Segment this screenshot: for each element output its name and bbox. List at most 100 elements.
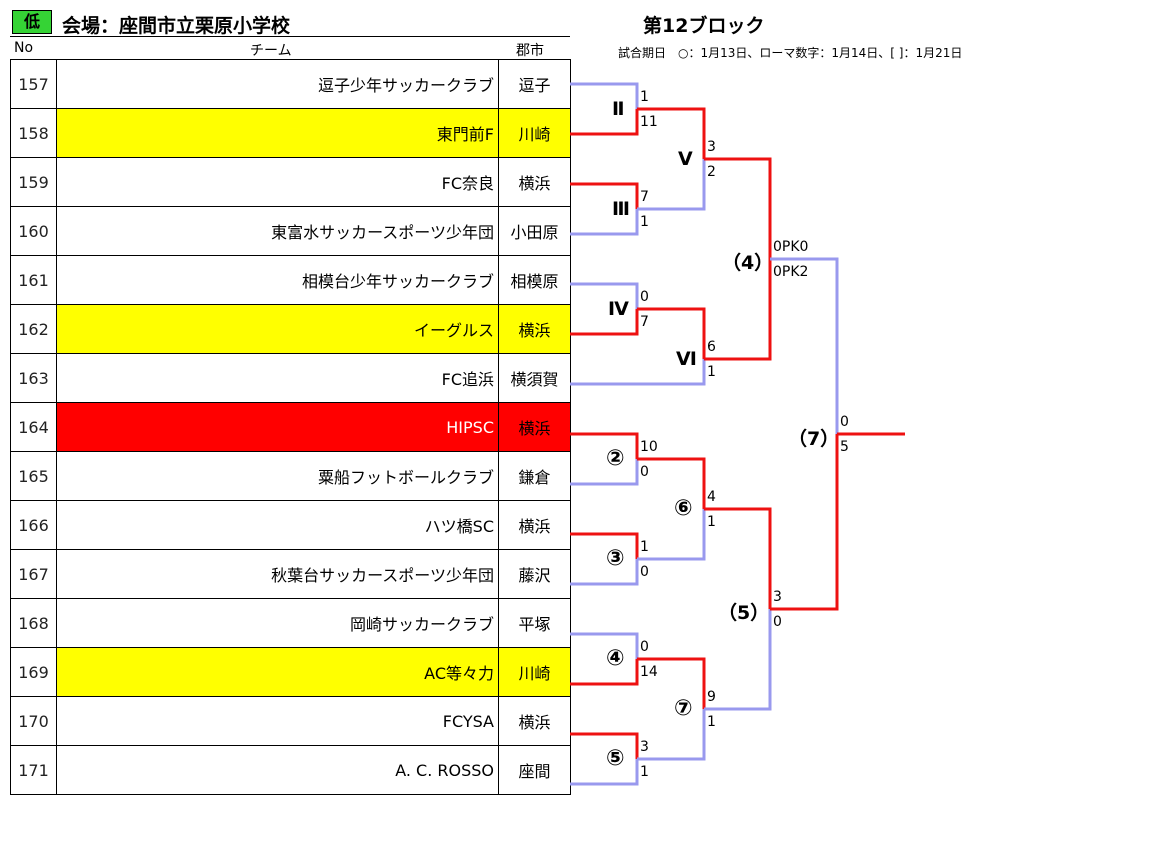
match-label-iii: Ⅲ (612, 198, 630, 220)
score: 0PK2 (773, 264, 809, 280)
bracket-line-lose (570, 82, 639, 109)
column-header-city: 郡市 (516, 43, 544, 59)
team-no: 162 (10, 304, 57, 354)
team-no: 168 (10, 598, 57, 648)
match-dates-note: 試合期日 ○：1月13日、ローマ数字：1月14日、[ ]：1月21日 (618, 46, 963, 60)
team-name: 東門前F (56, 108, 499, 158)
bracket-line-lose (570, 632, 639, 659)
score: 0 (773, 614, 782, 630)
team-city: 小田原 (498, 206, 571, 256)
team-city: 川崎 (498, 647, 571, 697)
team-no: 157 (10, 59, 57, 109)
team-city: 川崎 (498, 108, 571, 158)
team-name: 秋葉台サッカースポーツ少年団 (56, 549, 499, 599)
score: 1 (640, 214, 649, 230)
score: 1 (640, 89, 649, 105)
team-city: 平塚 (498, 598, 571, 648)
score: 0 (640, 639, 649, 655)
match-label-c6: ⑥ (674, 496, 693, 521)
score: 0 (840, 414, 849, 430)
score: 4 (707, 489, 716, 505)
team-no: 164 (10, 402, 57, 452)
score: 9 (707, 689, 716, 705)
bracket-line-win (570, 732, 639, 759)
score: 1 (707, 714, 716, 730)
match-label-c5: ⑤ (606, 746, 625, 771)
score: 1 (640, 539, 649, 555)
bracket-line-win (637, 657, 706, 709)
bracket-line-win (704, 507, 772, 609)
score: 3 (773, 589, 782, 605)
team-name: イーグルス (56, 304, 499, 354)
team-name: AC等々力 (56, 647, 499, 697)
score: 0 (640, 464, 649, 480)
score: 10 (640, 439, 658, 455)
team-name: 相模台少年サッカークラブ (56, 255, 499, 305)
team-name: FC追浜 (56, 353, 499, 403)
match-label-p7: （7） (788, 428, 840, 450)
bracket-line-win (570, 109, 639, 136)
category-badge: 低 (12, 10, 52, 34)
bracket-line-lose (570, 459, 639, 486)
team-no: 170 (10, 696, 57, 746)
team-name: HIPSC (56, 402, 499, 452)
bracket-line-win (637, 107, 706, 159)
team-no: 171 (10, 745, 57, 795)
score: 7 (640, 314, 649, 330)
match-label-v: Ⅴ (678, 148, 693, 170)
team-city: 鎌倉 (498, 451, 571, 501)
team-name: 粟船フットボールクラブ (56, 451, 499, 501)
match-label-ii: Ⅱ (612, 98, 625, 120)
venue-title: 会場：座間市立栗原小学校 (62, 15, 291, 37)
header-divider (10, 36, 570, 37)
score: 0PK0 (773, 239, 809, 255)
score: 3 (707, 139, 716, 155)
bracket-line-lose (770, 257, 839, 434)
score: 5 (840, 439, 849, 455)
score: 1 (707, 364, 716, 380)
bracket-line-win (704, 259, 772, 361)
team-name: FC奈良 (56, 157, 499, 207)
team-name: A. C. ROSSO (56, 745, 499, 795)
team-city: 横須賀 (498, 353, 571, 403)
match-label-c2: ② (606, 446, 625, 471)
match-label-p4: （4） (722, 252, 774, 274)
bracket-line-win (770, 434, 839, 611)
bracket-line-win (570, 532, 639, 559)
match-label-vi: Ⅵ (676, 348, 697, 370)
team-name: 岡崎サッカークラブ (56, 598, 499, 648)
score: 0 (640, 564, 649, 580)
score: 14 (640, 664, 658, 680)
bracket-line-lose (570, 209, 639, 236)
bracket-line-lose (637, 509, 706, 561)
bracket-line-win (570, 309, 639, 336)
bracket-line-win (637, 307, 706, 359)
team-no: 159 (10, 157, 57, 207)
bracket-line-win (570, 659, 639, 686)
bracket-line-lose (570, 759, 639, 786)
team-city: 相模原 (498, 255, 571, 305)
score: 11 (640, 114, 658, 130)
bracket-line-lose (570, 282, 639, 309)
match-label-c7: ⑦ (674, 696, 693, 721)
bracket-line-win (637, 457, 706, 509)
team-no: 165 (10, 451, 57, 501)
team-city: 横浜 (498, 696, 571, 746)
match-label-c4: ④ (606, 646, 625, 671)
score: 6 (707, 339, 716, 355)
team-city: 横浜 (498, 402, 571, 452)
team-name: 東富水サッカースポーツ少年団 (56, 206, 499, 256)
score: 1 (707, 514, 716, 530)
